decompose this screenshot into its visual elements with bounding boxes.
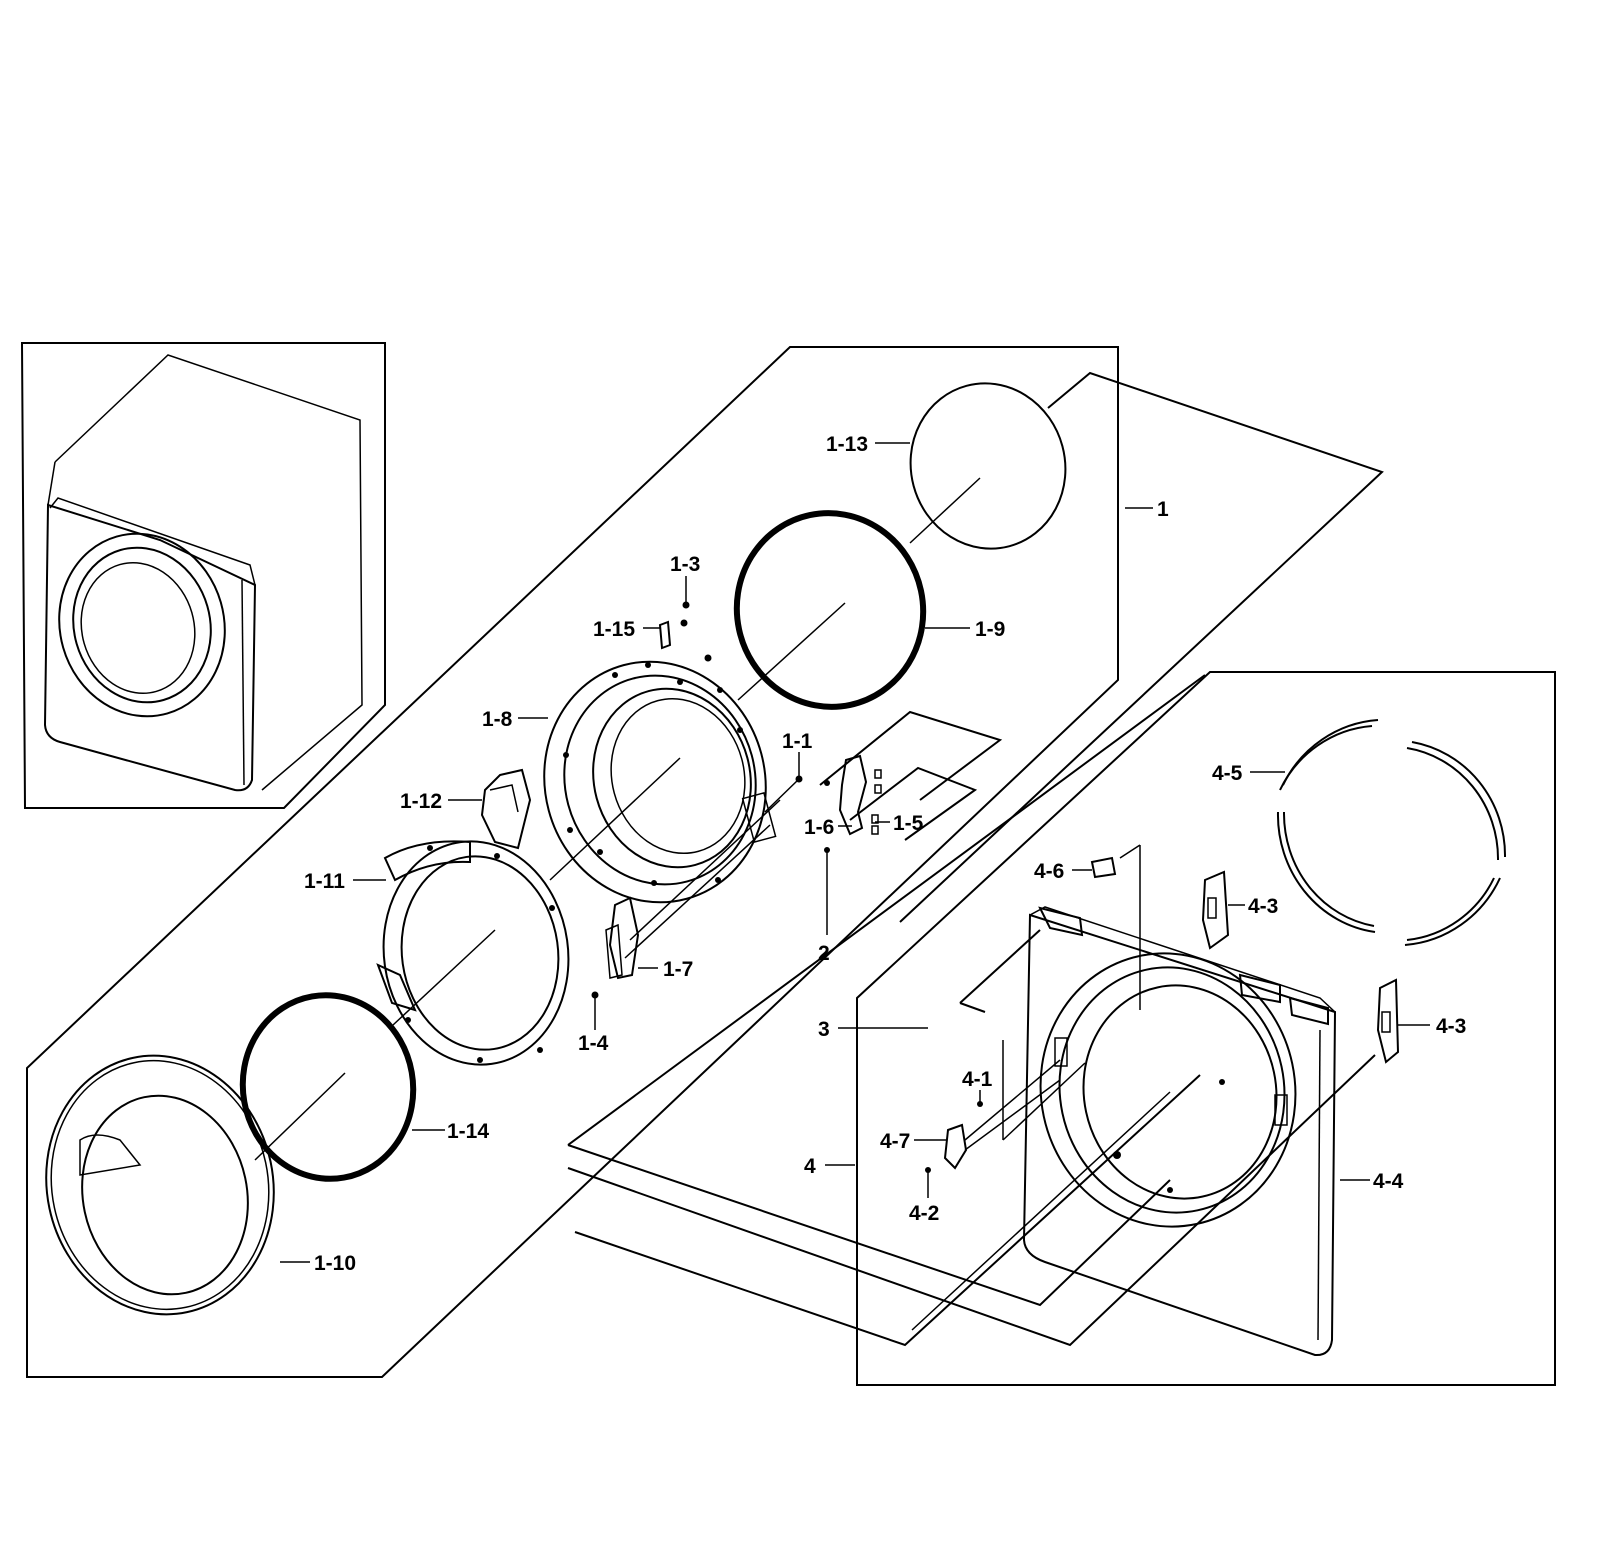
panel-lock-parts [925,1059,1061,1173]
label-1-5: 1-5 [893,812,924,835]
inset-washer-view [20,342,386,809]
door-frame-ring [376,840,570,1066]
label-1-13: 1-13 [826,433,868,456]
label-1-14: 1-14 [447,1120,489,1143]
front-panel-outline [567,671,1556,1386]
panel-bracket-upper [1201,870,1230,950]
label-1-15: 1-15 [593,618,635,641]
door-cover [45,1054,275,1316]
label-1-3: 1-3 [670,553,700,576]
label-3: 3 [818,1018,830,1041]
screws-upper [658,601,803,813]
label-1-12: 1-12 [400,790,442,813]
door-glass-inner [909,382,1067,550]
panel-clip [1090,856,1117,879]
panel-bracket-right [1376,978,1400,1064]
front-panel [911,844,1337,1357]
label-1-7: 1-7 [663,958,693,981]
label-4: 4 [804,1155,816,1178]
door-frame-inner [543,660,777,904]
door-lock-bracket [591,799,781,999]
label-1-1: 1-1 [782,730,813,753]
label-4-4: 4-4 [1373,1170,1404,1193]
label-1-4: 1-4 [578,1032,609,1055]
label-1-6: 1-6 [804,816,834,839]
label-1-10: 1-10 [314,1252,356,1275]
label-4-5: 4-5 [1212,762,1243,785]
label-4-7: 4-7 [880,1130,910,1153]
label-4-6: 4-6 [1034,860,1064,883]
label-1: 1 [1157,498,1169,521]
panel-ring-segments [1276,719,1507,946]
part-labels: 1 1-13 1-9 1-3 1-15 1-8 1-1 1-12 1-6 1-5… [304,433,1466,1275]
label-4-3-upper: 4-3 [1248,895,1278,918]
label-2: 2 [818,942,830,965]
door-glass-gasket [733,510,927,710]
door-handle [480,768,532,850]
door-assembly-outline [26,346,1384,1378]
label-1-8: 1-8 [482,708,513,731]
hinge-parts [824,754,882,853]
label-1-9: 1-9 [975,618,1005,641]
door-glass-outer [239,992,417,1182]
label-4-1: 4-1 [962,1068,993,1091]
leader-lines [280,442,1430,1263]
label-4-3-right: 4-3 [1436,1015,1466,1038]
hinge-boxes [819,710,1041,1013]
label-1-11: 1-11 [304,870,345,893]
label-4-2: 4-2 [909,1202,939,1225]
